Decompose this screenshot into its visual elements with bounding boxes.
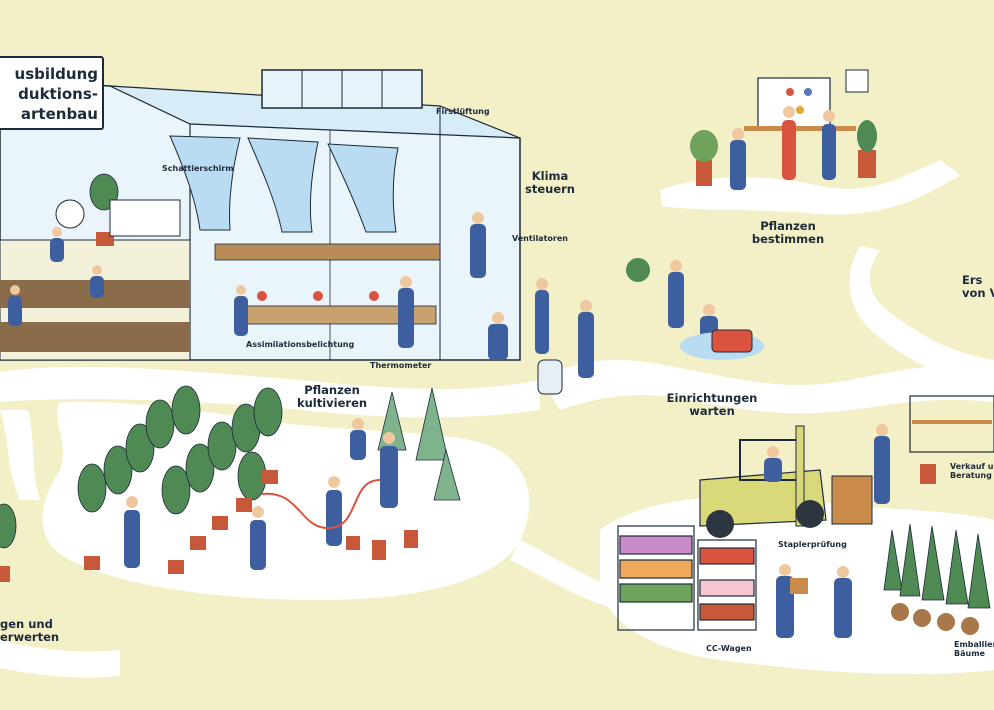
shelf-shop <box>909 395 994 484</box>
title-box: usbildung duktions- artenbau <box>0 56 104 130</box>
label-ers: Ers von V <box>962 273 994 301</box>
title-line-2: duktions- <box>18 85 98 103</box>
assimilation-lamps <box>257 291 379 301</box>
label-kultivieren-line-1: Pflanzen <box>304 383 360 397</box>
workers-logistics <box>764 424 890 638</box>
info-sign <box>55 199 181 237</box>
label-pflanzen-kultivieren: Pflanzen kultivieren <box>292 383 372 411</box>
title-line-3: artenbau <box>20 105 98 123</box>
hose <box>261 479 381 530</box>
workers-field <box>124 418 398 570</box>
plant-board <box>744 69 869 131</box>
workers-greenhouse <box>8 212 594 378</box>
label-thermometer: Thermometer <box>370 361 432 370</box>
label-einrichtungen-line-2: warten <box>689 404 735 419</box>
label-firstlueftung: Firstlüftung <box>436 107 490 116</box>
forklift <box>699 425 873 538</box>
label-assimilationsbelichtung: Assimilationsbelichtung <box>246 340 355 349</box>
spray-tank <box>537 359 563 395</box>
label-klima-line-2: steuern <box>525 182 575 197</box>
label-gen-line-1: gen und <box>0 617 53 631</box>
label-ers-line-1: Ers <box>962 273 983 287</box>
roof-vent <box>261 69 423 109</box>
label-staplerpruefung: Staplerprüfung <box>778 540 847 549</box>
label-cc-wagen: CC-Wagen <box>706 644 752 653</box>
label-einrichtungen-line-1: Einrichtungen <box>666 391 758 405</box>
label-gen-line-2: erwerten <box>0 630 60 645</box>
title-line-1: usbildung <box>14 65 98 83</box>
label-klima-steuern: Klima steuern <box>522 169 578 197</box>
label-bestimmen-line-1: Pflanzen <box>760 219 816 233</box>
label-gen-und: gen und erwerten <box>0 617 60 645</box>
potted-plants <box>626 120 877 282</box>
balled-trees <box>883 523 991 635</box>
lawnmower <box>680 329 764 360</box>
shading-screen <box>169 135 399 233</box>
label-verkauf-line-1: Verkauf u <box>950 462 994 471</box>
label-emballier-line-1: Emballier <box>954 640 994 649</box>
label-pflanzen-bestimmen: Pflanzen bestimmen <box>748 219 828 247</box>
label-verkauf: Verkauf u Beratung <box>950 462 994 480</box>
label-emballier: Emballier Bäume <box>954 640 994 658</box>
left-tree <box>0 503 17 582</box>
label-klima-line-1: Klima <box>531 169 569 183</box>
label-schattierschirm: Schattierschirm <box>162 164 234 173</box>
cc-carts <box>617 525 757 631</box>
label-kultivieren-line-2: kultivieren <box>296 396 368 411</box>
label-einrichtungen-warten: Einrichtungen warten <box>664 391 760 419</box>
label-ventilatoren: Ventilatoren <box>512 234 568 243</box>
label-emballier-line-2: Bäume <box>954 649 985 659</box>
label-verkauf-line-2: Beratung <box>950 471 992 481</box>
label-ers-line-2: von V <box>962 286 994 301</box>
tree-nursery <box>77 385 418 574</box>
label-bestimmen-line-2: bestimmen <box>751 232 825 247</box>
